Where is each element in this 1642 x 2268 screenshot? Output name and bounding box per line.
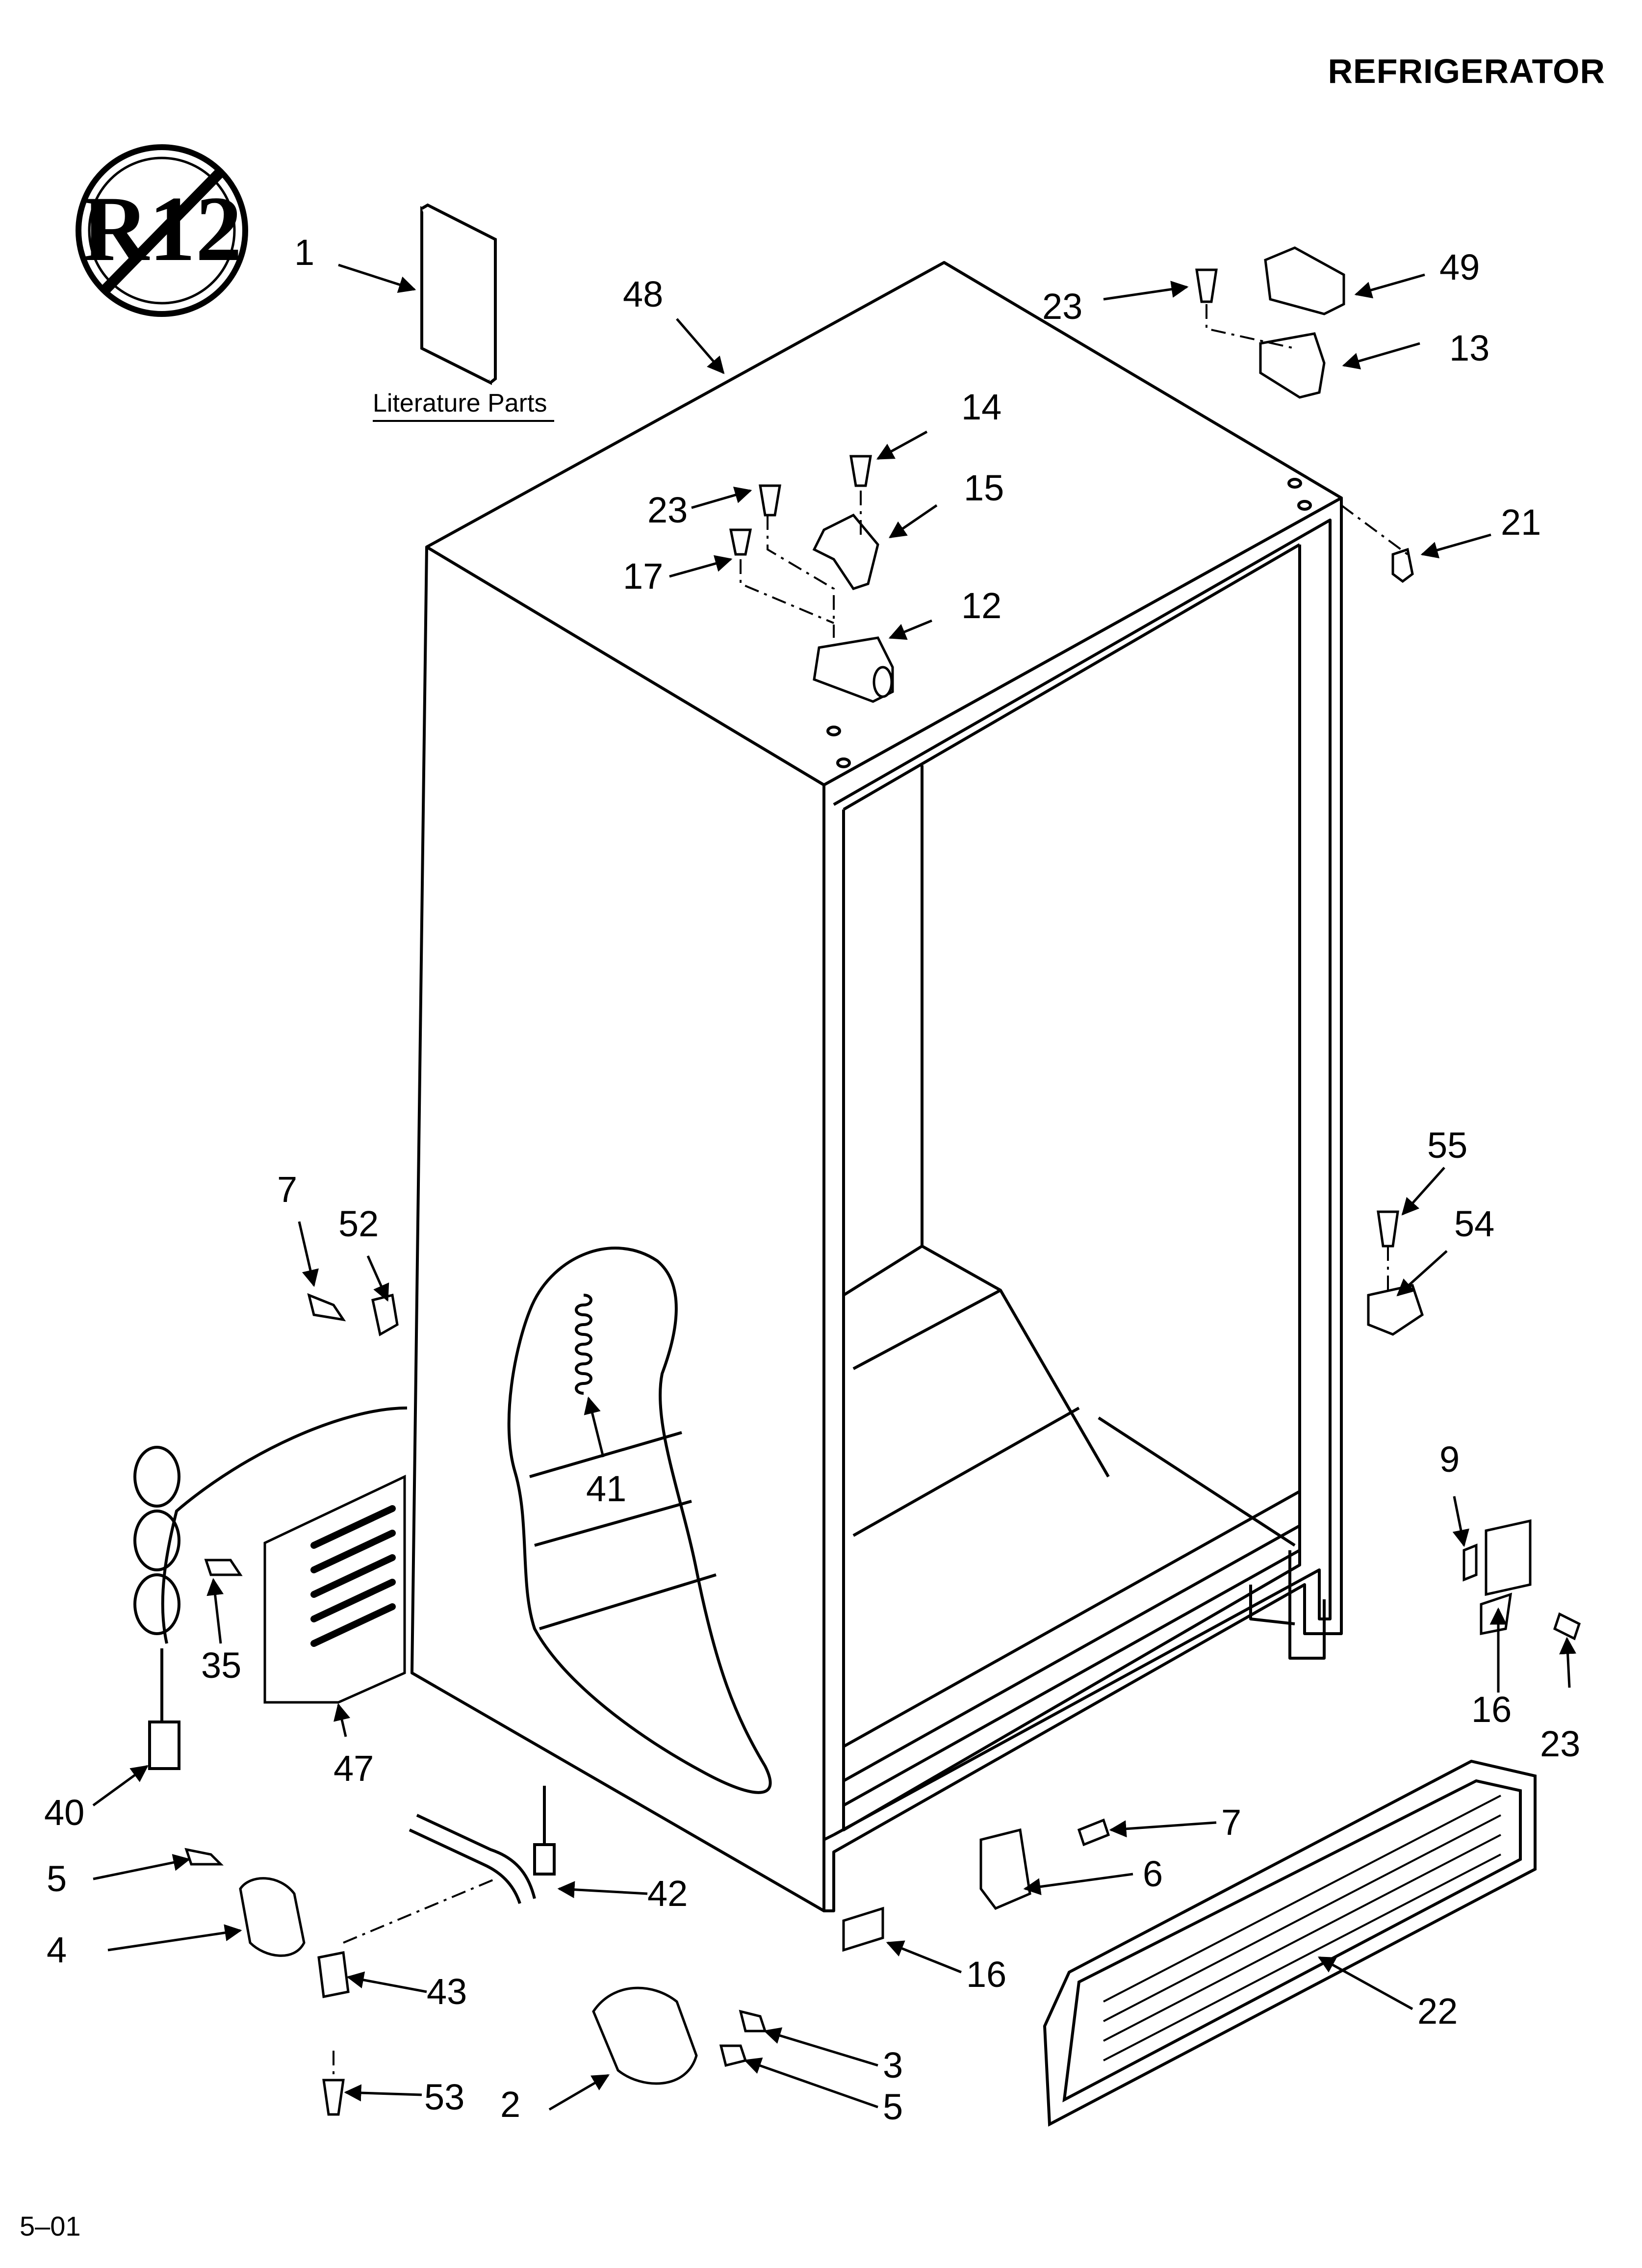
- top-hinge-parts: [812, 246, 1414, 703]
- callout-17: 17: [623, 556, 663, 597]
- callout-55: 55: [1427, 1125, 1467, 1166]
- callout-2: 2: [500, 2084, 520, 2125]
- callout-21: 21: [1501, 502, 1541, 543]
- callout-23: 23: [647, 490, 688, 530]
- base-grille: [1043, 1759, 1537, 2127]
- callout-53: 53: [424, 2077, 464, 2117]
- callout-35: 35: [201, 1645, 241, 1686]
- callout-48: 48: [623, 274, 663, 314]
- callout-40: 40: [44, 1792, 84, 1833]
- callout-7: 7: [277, 1169, 297, 1210]
- power-cord: [133, 1407, 408, 1770]
- misc-parts: [239, 1284, 1532, 2085]
- callout-5: 5: [883, 2086, 903, 2127]
- callout-42: 42: [647, 1873, 688, 1914]
- drain-tube: [409, 1786, 556, 1904]
- cabinet: [410, 261, 1343, 1912]
- screws: [184, 268, 1581, 2116]
- callout-5: 5: [47, 1858, 67, 1899]
- callout-22: 22: [1417, 1991, 1458, 2032]
- callout-12: 12: [961, 585, 1001, 626]
- rear-access-panel: [263, 1475, 406, 1704]
- callout-numbers: 1 48 23 49 13 14 23 15 17 12 21 55 54 7 …: [44, 232, 1580, 2127]
- literature-parts-label: Literature Parts: [373, 389, 547, 417]
- callout-54: 54: [1454, 1203, 1494, 1244]
- callout-15: 15: [964, 468, 1004, 508]
- callout-3: 3: [883, 2045, 903, 2086]
- callout-1: 1: [294, 232, 314, 273]
- callout-43: 43: [427, 1971, 467, 2012]
- page-code: 5–01: [20, 2211, 81, 2242]
- callout-6: 6: [1143, 1853, 1163, 1894]
- page-title: REFRIGERATOR: [1328, 52, 1605, 90]
- callout-52: 52: [338, 1203, 379, 1244]
- callout-13: 13: [1449, 328, 1489, 368]
- callout-7: 7: [1221, 1802, 1241, 1843]
- callout-23: 23: [1042, 286, 1082, 327]
- callout-14: 14: [961, 387, 1001, 427]
- callout-47: 47: [334, 1748, 374, 1789]
- callout-23: 23: [1540, 1723, 1580, 1764]
- callout-16: 16: [966, 1954, 1006, 1995]
- literature-underline: [373, 420, 554, 422]
- no-r12-icon: R12: [76, 144, 248, 317]
- callout-41: 41: [586, 1468, 626, 1509]
- literature-booklet: [420, 203, 497, 385]
- callout-49: 49: [1439, 247, 1480, 287]
- callout-4: 4: [47, 1929, 67, 1970]
- callout-9: 9: [1439, 1439, 1460, 1480]
- leader-lines: [92, 263, 1577, 2111]
- callout-16: 16: [1471, 1689, 1512, 1730]
